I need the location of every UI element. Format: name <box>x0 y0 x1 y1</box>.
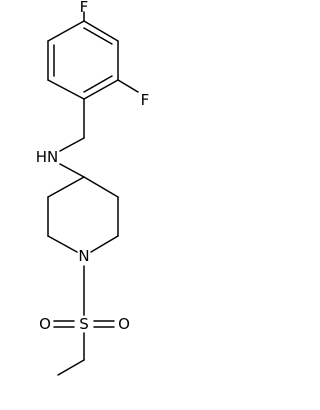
chemical-structure-diagram: F F HN N S O O <box>36 0 150 376</box>
bond-ring-c1-c2 <box>47 79 85 100</box>
atom-labels: F F HN N S O O <box>36 0 150 333</box>
bond-pip-c5-c4 <box>47 176 85 198</box>
bond-lines <box>47 11 139 376</box>
atom-ring-n: N <box>78 247 89 265</box>
atom-f-right: F <box>141 91 150 109</box>
bond-pip-c4-c3 <box>83 176 119 198</box>
bond-nh-c4pip <box>59 163 85 178</box>
bond-pip-n-c6 <box>47 235 78 253</box>
atom-sulfur: S <box>79 315 89 333</box>
bond-ring-c4-c5 <box>83 20 119 42</box>
bond-c6-f <box>117 79 139 93</box>
bond-ring-double-top <box>83 27 113 45</box>
atom-oxygen-right: O <box>118 315 130 333</box>
bond-ch2-ch3 <box>57 359 85 376</box>
bond-ring-c6-c1 <box>83 79 119 100</box>
bond-ch2-nh <box>59 137 85 152</box>
atom-amine-nh: HN <box>36 148 59 166</box>
atom-oxygen-left: O <box>39 315 51 333</box>
bond-ring-double-bottom <box>83 75 113 93</box>
bond-ring-c3-c4 <box>47 20 85 42</box>
atom-f-top: F <box>80 0 89 16</box>
bond-pip-c2-n <box>90 235 119 253</box>
